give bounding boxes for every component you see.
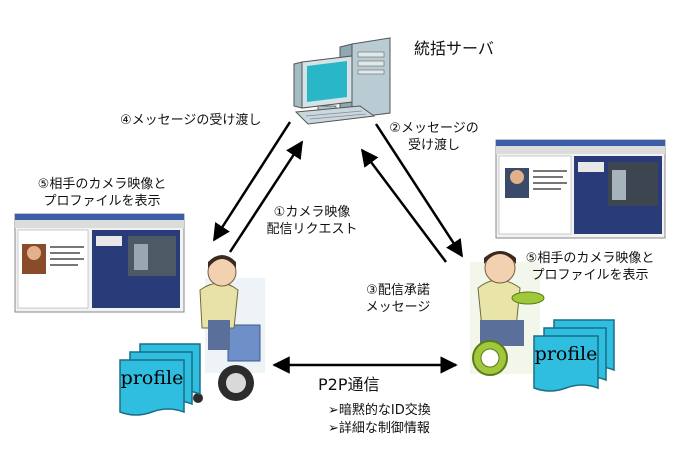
left-profile-card-stack: profile: [119, 343, 201, 416]
p2p-bullet-2: ➢詳細な制御情報: [328, 421, 430, 436]
step5-left-line2: プロファイルを表示: [43, 194, 161, 209]
step4-line1: ④メッセージの受け渡し: [120, 113, 262, 128]
step5-right-label: ⑤相手のカメラ映像と プロファイルを表示: [502, 250, 678, 284]
step4-label: ④メッセージの受け渡し: [120, 112, 261, 129]
left-wheelchair-user-figure: [193, 255, 265, 403]
step5-left-label: ⑤相手のカメラ映像と プロファイルを表示: [14, 176, 190, 210]
step5-right-line2: プロファイルを表示: [531, 268, 649, 283]
arrow-left-user-to-server: [228, 140, 304, 253]
right-profile-card-text: profile: [535, 343, 598, 365]
server-computer-icon: [293, 37, 391, 125]
step2-line1: ②メッセージの: [389, 121, 479, 136]
step5-right-line1: ⑤相手のカメラ映像と: [525, 251, 655, 266]
step3-line1: ③配信承諾: [366, 283, 430, 298]
arrow-right-user-to-server: [360, 148, 447, 263]
p2p-title: P2P通信: [318, 376, 379, 393]
step3-label: ③配信承諾 メッセージ: [352, 282, 444, 316]
step3-line2: メッセージ: [365, 300, 431, 315]
server-label-text: 統括サーバ: [414, 39, 494, 58]
right-wheelchair-user-figure: [470, 251, 553, 377]
right-profile-card-stack: profile: [533, 319, 615, 392]
step1-line2: 配信リクエスト: [266, 222, 358, 237]
left-profile-card-text: profile: [121, 367, 184, 389]
arrow-server-to-right-user: [374, 123, 464, 258]
step2-line2: 受け渡し: [407, 138, 460, 153]
server-label: 統括サーバ: [414, 40, 494, 57]
p2p-bullet-1: ➢暗黙的なID交換: [328, 403, 431, 418]
p2p-bullet-list: ➢暗黙的なID交換 ➢詳細な制御情報: [328, 402, 431, 438]
left-screen-window: [14, 213, 185, 313]
step1-line1: ①カメラ映像: [273, 205, 351, 220]
arrow-server-to-left-user: [212, 121, 292, 242]
step5-left-line1: ⑤相手のカメラ映像と: [37, 177, 167, 192]
right-screen-window: [495, 139, 666, 239]
p2p-title-text: P2P通信: [318, 375, 380, 394]
step2-label: ②メッセージの 受け渡し: [378, 120, 490, 154]
step1-label: ①カメラ映像 配信リクエスト: [256, 204, 368, 238]
